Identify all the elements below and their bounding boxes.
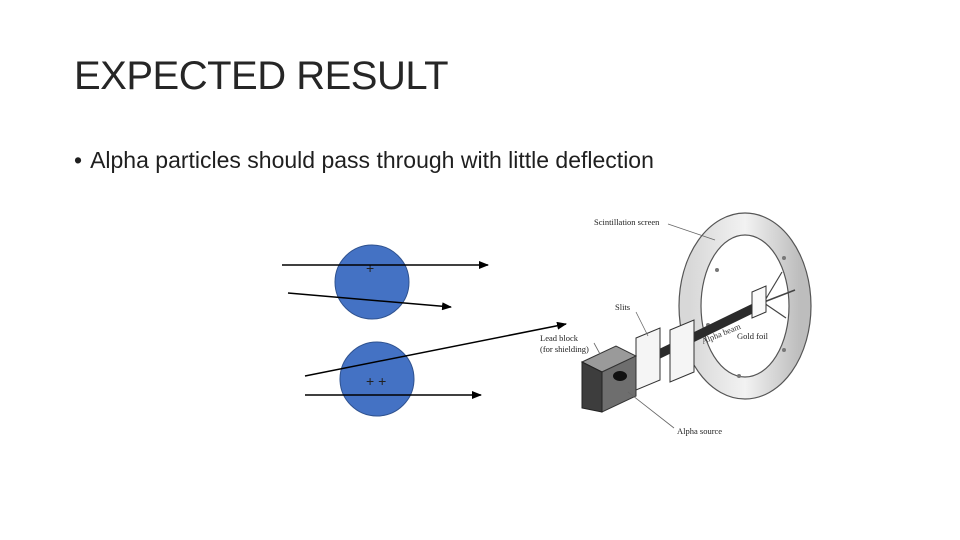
label-lead-block-2: (for shielding)	[540, 344, 589, 354]
label-alpha-source: Alpha source	[677, 426, 722, 436]
label-leaders	[593, 223, 716, 429]
label-lead-block-1: Lead block	[540, 333, 579, 343]
bullet-dot: •	[74, 147, 83, 173]
gold-foil	[751, 285, 767, 319]
alpha-path-3	[304, 321, 567, 377]
atom-2	[339, 341, 415, 417]
slits	[635, 319, 695, 391]
alpha-path-2	[287, 292, 452, 311]
gold-foil-apparatus: Scintillation screen Slits Lead block (f…	[540, 212, 812, 436]
atom-1-charge: +	[366, 260, 374, 276]
label-slits: Slits	[615, 302, 630, 312]
slide-title: EXPECTED RESULT	[74, 54, 449, 98]
scintillation-screen	[678, 212, 812, 400]
atom-model-diagram: + ++	[282, 244, 567, 417]
atom-1	[334, 244, 410, 320]
label-scintillation-screen: Scintillation screen	[594, 217, 660, 227]
lead-block	[580, 345, 638, 413]
atom-2-charge: ++	[366, 373, 390, 389]
label-gold-foil: Gold foil	[737, 331, 769, 341]
bullet-text: Alpha particles should pass through with…	[90, 147, 654, 173]
bullet-point: • Alpha particles should pass through wit…	[74, 147, 654, 174]
